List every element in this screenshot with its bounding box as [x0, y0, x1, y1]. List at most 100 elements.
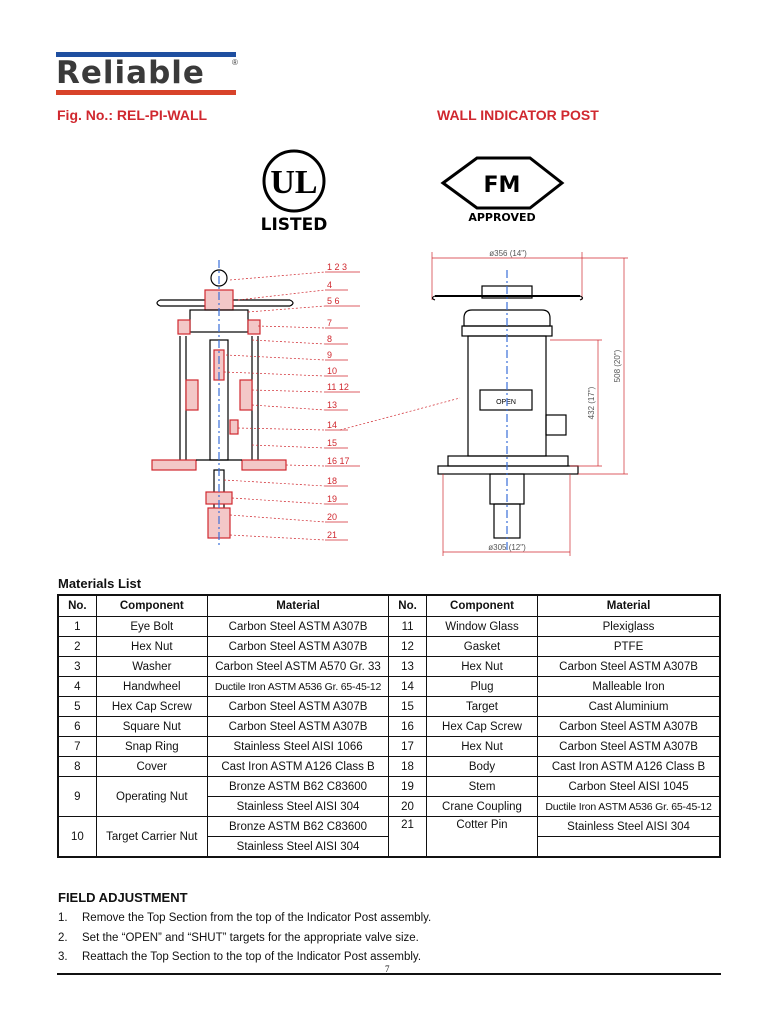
callout-4: 4 — [327, 280, 332, 290]
cell-material: Bronze ASTM B62 C83600 — [206, 816, 390, 837]
header-material: Material — [537, 594, 721, 617]
callout-9: 9 — [327, 350, 332, 360]
table-row: 1 Eye Bolt Carbon Steel ASTM A307B 11 Wi… — [57, 616, 721, 637]
callout-13: 13 — [327, 400, 337, 410]
materials-header-row: No. Component Material No. Component Mat… — [57, 594, 721, 617]
cell-no: 14 — [388, 676, 427, 697]
table-row: 7 Snap Ring Stainless Steel AISI 1066 17… — [57, 736, 721, 757]
header-no: No. — [388, 594, 427, 617]
callout-8: 8 — [327, 334, 332, 344]
cell-material: Stainless Steel AISI 304 — [206, 796, 390, 817]
cell-component: Body — [425, 756, 539, 777]
header-material: Material — [206, 594, 390, 617]
cell-component: Hex Cap Screw — [425, 716, 539, 737]
cell-material: Cast Aluminium — [537, 696, 721, 717]
table-row: 9 Operating Nut Bronze ASTM B62 C83600 1… — [57, 776, 721, 817]
step-text: Remove the Top Section from the top of t… — [82, 912, 432, 924]
cell-no: 21 — [388, 816, 427, 858]
cell-component: Handwheel — [95, 676, 208, 697]
figure-number: Fig. No.: REL-PI-WALL — [57, 107, 208, 123]
page-title: WALL INDICATOR POST — [437, 107, 599, 123]
step-number: 2. — [58, 931, 68, 944]
cell-material: Carbon Steel ASTM A307B — [537, 736, 721, 757]
cell-no: 7 — [57, 736, 97, 757]
callout-20: 20 — [327, 512, 337, 522]
cell-no: 8 — [57, 756, 97, 777]
callout-7: 7 — [327, 318, 332, 328]
cell-no: 3 — [57, 656, 97, 677]
list-item: 3. Reattach the Top Section to the top of… — [58, 948, 431, 968]
header-component: Component — [95, 594, 208, 617]
cell-no: 16 — [388, 716, 427, 737]
list-item: 1. Remove the Top Section from the top of… — [58, 909, 431, 929]
cell-no: 6 — [57, 716, 97, 737]
cell-no: 17 — [388, 736, 427, 757]
cell-component: Washer — [95, 656, 208, 677]
table-row: Stainless Steel AISI 304 — [58, 836, 721, 858]
callout-15: 15 — [327, 438, 337, 448]
cell-component: Cotter Pin — [425, 816, 539, 858]
logo-bar-red — [56, 90, 236, 95]
cell-no: 10 — [57, 816, 97, 858]
cell-component: Window Glass — [425, 616, 539, 637]
cell-material: Stainless Steel AISI 304 — [206, 836, 390, 858]
cell-component: Hex Nut — [425, 736, 539, 757]
callout-labels: 1 2 3 4 5 6 7 8 9 10 11 12 13 14 15 16 1… — [223, 262, 461, 541]
field-adjustment-title: FIELD ADJUSTMENT — [58, 890, 188, 905]
cell-material: Carbon Steel ASTM A307B — [206, 716, 390, 737]
cell-no: 1 — [57, 616, 97, 637]
cell-material: Bronze ASTM B62 C83600 — [206, 776, 390, 797]
cell-component: Eye Bolt — [95, 616, 208, 637]
dim-top-diameter: ø356 (14") — [489, 249, 527, 258]
cell-material: Cast Iron ASTM A126 Class B — [206, 756, 390, 777]
elevation-view: ø356 (14") OPEN ø305 (12") 432 (17") — [431, 249, 628, 556]
cell-material: Plexiglass — [537, 616, 721, 637]
cell-component: Target — [425, 696, 539, 717]
registered-mark: ® — [232, 58, 238, 67]
callout-18: 18 — [327, 476, 337, 486]
step-number: 3. — [58, 951, 68, 963]
cell-no: 20 — [388, 796, 427, 817]
callout-1-2-3: 1 2 3 — [327, 262, 347, 272]
cell-no: 9 — [57, 776, 97, 817]
table-row: 2 Hex Nut Carbon Steel ASTM A307B 12 Gas… — [57, 636, 721, 657]
cell-material: Carbon Steel ASTM A570 Gr. 33 — [206, 656, 390, 677]
cell-component: Stem — [425, 776, 539, 797]
cell-material: Cast Iron ASTM A126 Class B — [537, 756, 721, 777]
cell-material: Stainless Steel AISI 304 — [537, 816, 721, 837]
callout-10: 10 — [327, 366, 337, 376]
cell-material: Carbon Steel ASTM A307B — [206, 636, 390, 657]
table-row: 10 Target Carrier Nut Bronze ASTM B62 C8… — [57, 816, 721, 858]
cell-material: Carbon Steel ASTM A307B — [206, 696, 390, 717]
cell-material: Carbon Steel ASTM A307B — [537, 716, 721, 737]
dim-height-432: 432 (17") — [587, 386, 596, 419]
header-no: No. — [57, 594, 97, 617]
dim-bottom-diameter: ø305 (12") — [488, 543, 526, 552]
step-number: 1. — [58, 912, 68, 924]
cell-component: Hex Nut — [425, 656, 539, 677]
cell-no: 19 — [388, 776, 427, 797]
cell-no: 5 — [57, 696, 97, 717]
cell-material: Ductile Iron ASTM A536 Gr. 65-45-12 — [206, 676, 390, 697]
cell-component: Hex Cap Screw — [95, 696, 208, 717]
window-open-label: OPEN — [496, 399, 516, 406]
ul-listed-text: LISTED — [261, 215, 328, 235]
cell-material: Stainless Steel AISI 1066 — [206, 736, 390, 757]
cell-no: 18 — [388, 756, 427, 777]
header-component: Component — [425, 594, 539, 617]
cell-component: Snap Ring — [95, 736, 208, 757]
reliable-logo: Reliable ® — [56, 52, 238, 96]
callout-19: 19 — [327, 494, 337, 504]
cell-component: Gasket — [425, 636, 539, 657]
cell-component: Hex Nut — [95, 636, 208, 657]
cell-component: Crane Coupling — [425, 796, 539, 817]
list-item: 2.Set the “OPEN” and “SHUT” targets for … — [58, 929, 431, 949]
cell-component: Square Nut — [95, 716, 208, 737]
callout-16-17: 16 17 — [327, 456, 350, 466]
logo-bar-blue — [56, 52, 236, 57]
cell-component: Operating Nut — [95, 776, 208, 817]
fm-text: FM — [484, 173, 521, 198]
cell-material: Carbon Steel ASTM A307B — [537, 656, 721, 677]
cell-material: Ductile Iron ASTM A536 Gr. 65-45-12 — [537, 796, 721, 817]
step-text: Reattach the Top Section to the top of t… — [82, 951, 422, 963]
